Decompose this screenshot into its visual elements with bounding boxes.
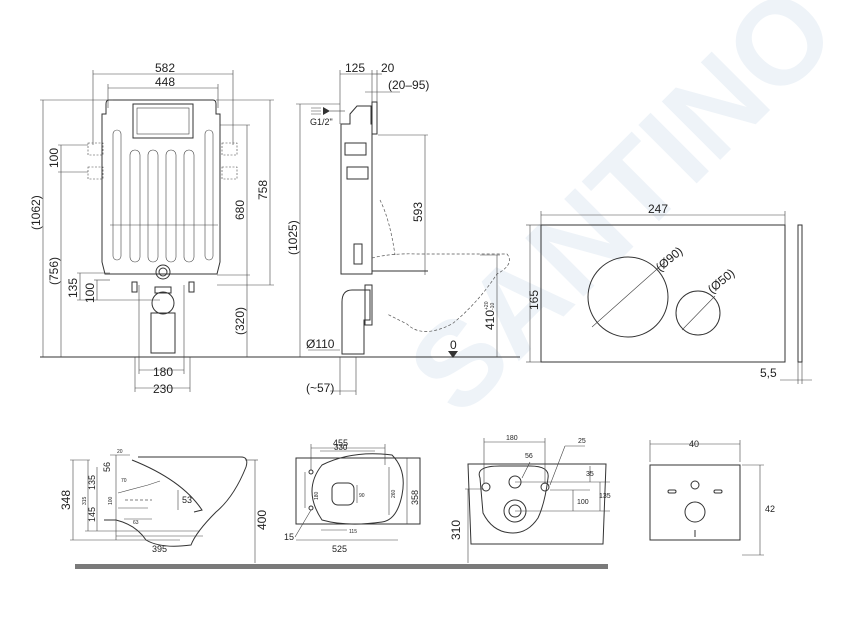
dim-35: 35	[586, 471, 594, 478]
frame-side-view: G1/2" 125 20 (20–95) (1025) 593 410 +20 …	[286, 61, 510, 395]
bowl-top-view: 455 330 525 180 90 260 358 115 15	[284, 438, 421, 554]
dim-plate-width: 247	[648, 202, 668, 216]
dim-1025: (1025)	[286, 220, 300, 255]
bowl-back-view: 180 25 56 35 100 135 310	[449, 435, 611, 563]
dim-70: 70	[121, 478, 127, 484]
dim-53: 53	[182, 495, 192, 505]
flush-cistern-opening	[132, 103, 194, 139]
dim-310: 310	[449, 520, 463, 540]
dim-680: 680	[233, 200, 247, 220]
dim-145: 145	[87, 507, 97, 522]
dim-448: 448	[155, 75, 175, 89]
frame-outline	[101, 99, 221, 275]
dim-758: 758	[256, 180, 270, 200]
dim-230: 230	[153, 382, 173, 396]
dim-90: 90	[359, 493, 365, 499]
dim-plate-thickness: 5,5	[760, 366, 777, 380]
dim-358: 358	[410, 490, 420, 505]
dim-pad-height: 42	[765, 504, 775, 514]
dim-100-back: 100	[577, 499, 589, 506]
dim-330: 330	[334, 443, 348, 452]
dim-100-bowl: 100	[108, 496, 114, 505]
dim-180: 180	[153, 365, 173, 379]
dim-20: 20	[381, 61, 395, 75]
dim-410-tol-plus: +20	[484, 301, 490, 310]
dim-525: 525	[332, 544, 347, 554]
water-inlet-label: G1/2"	[310, 117, 333, 127]
dim-135: 135	[66, 278, 80, 298]
watermark: SANTINO	[384, 0, 851, 438]
dim-582: 582	[155, 61, 175, 75]
dim-455: 455	[333, 438, 348, 448]
floor-bar	[75, 564, 608, 569]
dim-button-small: (Ø50)	[705, 266, 738, 296]
large-flush-button	[587, 256, 669, 338]
dim-315: 315	[82, 496, 88, 505]
bowl-side-view: 348 400 395 56 135 145 53 20 70 315 100 …	[59, 449, 269, 563]
dim-395: 395	[152, 544, 167, 554]
dim-56: 56	[102, 462, 112, 472]
dim-180-back: 180	[506, 435, 518, 442]
dim-180-top: 180	[314, 491, 320, 500]
dim-plate-height: 165	[527, 290, 541, 310]
dim-410: 410	[483, 310, 497, 330]
dim-260: 260	[391, 489, 397, 498]
dim-15: 15	[284, 532, 294, 542]
dim-125: 125	[345, 61, 365, 75]
dim-20-95: (20–95)	[388, 78, 429, 92]
dim-115: 115	[349, 529, 357, 535]
dim-320: (320)	[233, 307, 247, 335]
dim-135-back: 135	[599, 493, 611, 500]
dim-63: 63	[133, 520, 139, 526]
dim-593: 593	[411, 202, 425, 222]
dim-pipe-110: Ø110	[306, 337, 335, 351]
dim-400: 400	[255, 510, 269, 530]
dim-56-back: 56	[525, 453, 533, 460]
dim-57: (~57)	[306, 381, 334, 395]
dim-348: 348	[59, 490, 73, 510]
dim-20-small: 20	[117, 449, 123, 455]
small-flush-button	[675, 290, 721, 336]
sound-insulation-pad: 40 42	[649, 439, 775, 556]
dim-135: 135	[87, 475, 97, 490]
dim-1062: (1062)	[29, 195, 43, 230]
dim-410-tol-minus: -10	[490, 303, 496, 310]
dim-25: 25	[578, 438, 586, 445]
frame-front-view: 582 448 (1062) (756) 100 135 100 680 758…	[29, 61, 520, 396]
zero-level-label: 0	[450, 338, 457, 352]
dim-756: (756)	[47, 257, 61, 285]
dim-100-top: 100	[47, 148, 61, 168]
dim-100-bottom: 100	[83, 283, 97, 303]
dim-pad-width: 40	[689, 439, 699, 449]
